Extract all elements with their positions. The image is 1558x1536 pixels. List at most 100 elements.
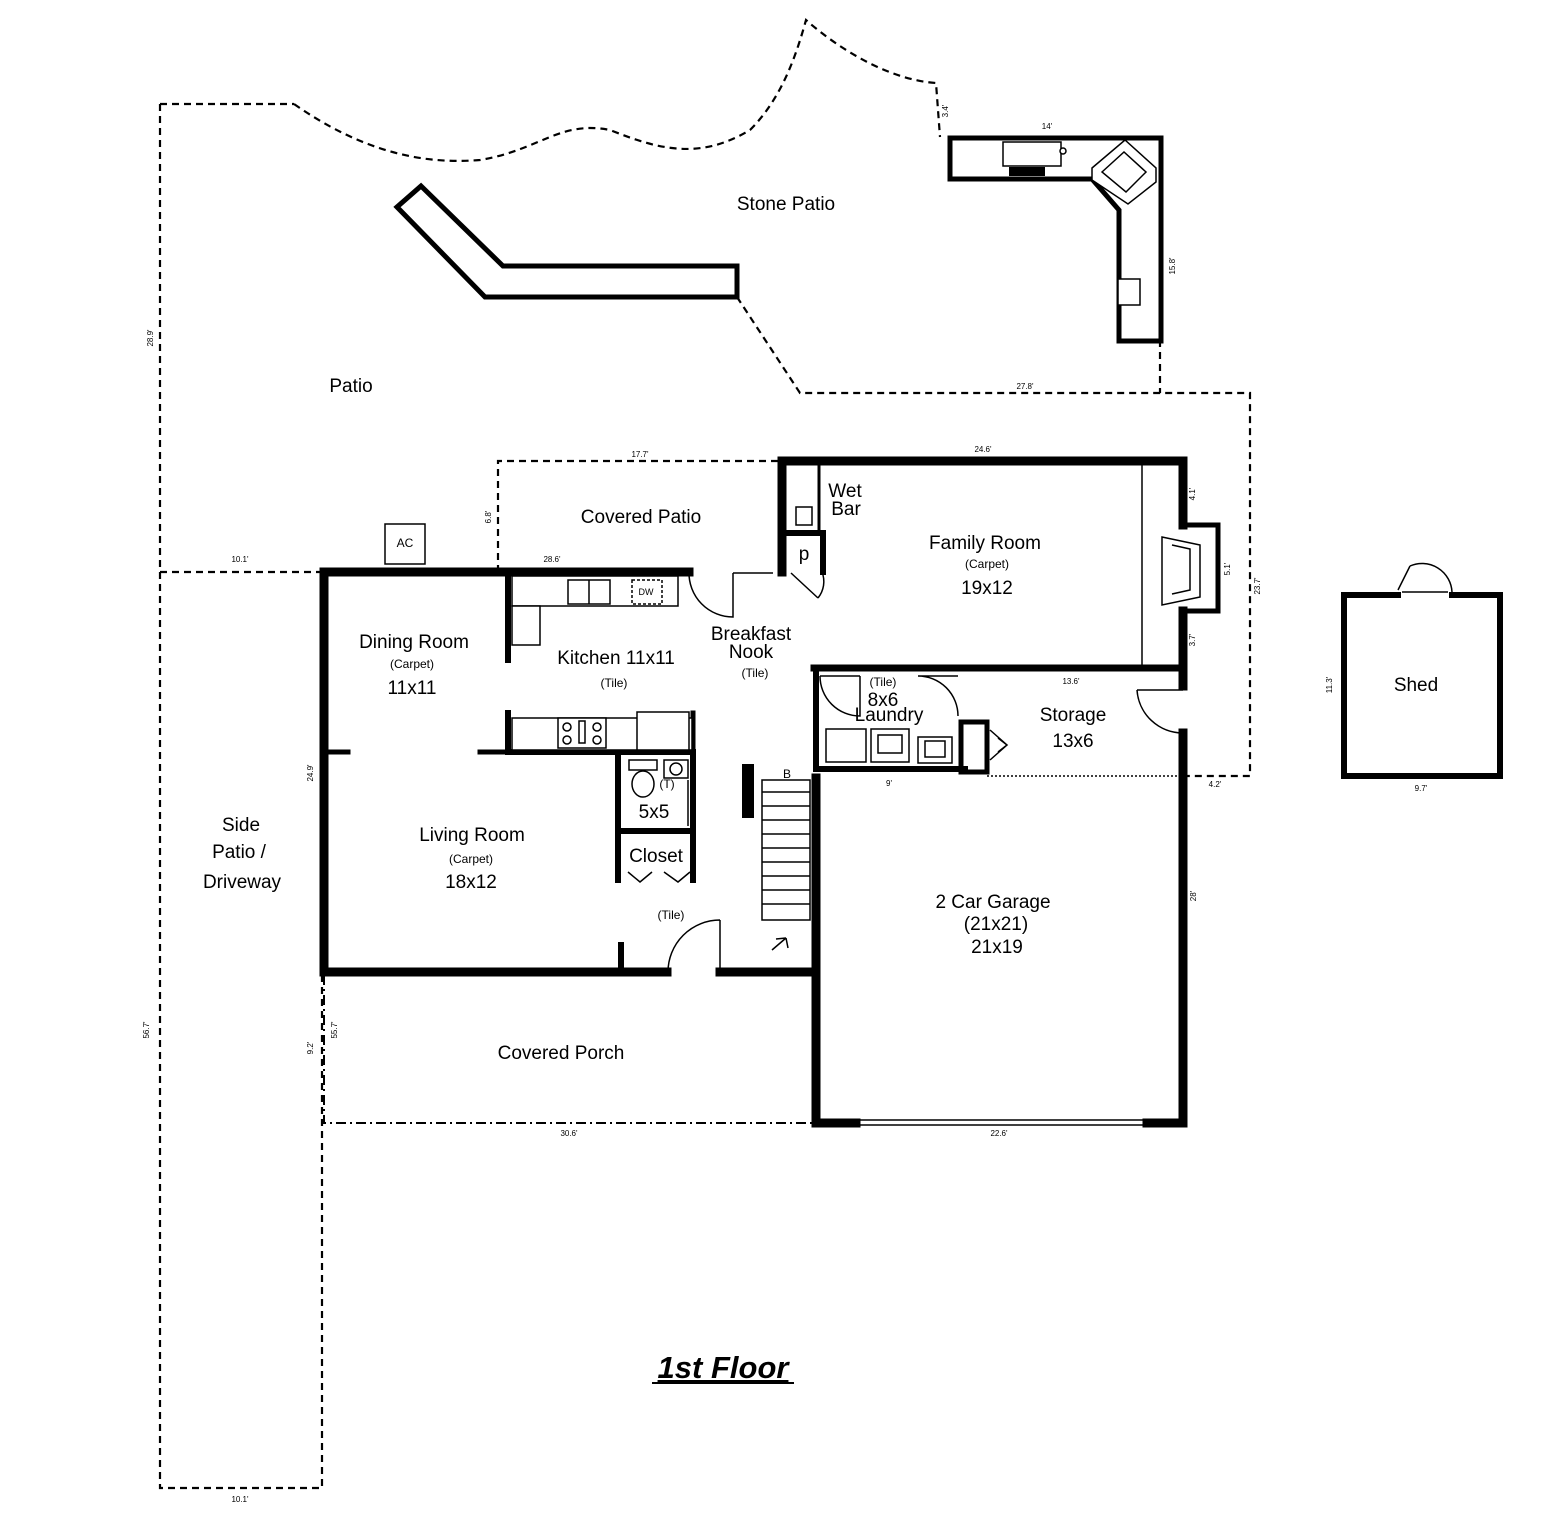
storage-size: 13x6 [1052, 731, 1093, 752]
dimension-labels: 3.4' 14' 15.8' 27.8' 28.9' 17.7' 6.8' 24… [142, 104, 1428, 1504]
storage-label: Storage [1040, 705, 1107, 726]
breakfast-nook-label-2: Nook [729, 642, 774, 663]
dim-55-7: 55.7' [330, 1021, 339, 1039]
storage-door [1136, 689, 1184, 734]
dim-4-2: 4.2' [1209, 780, 1222, 789]
covered-porch-label: Covered Porch [498, 1043, 625, 1064]
side-patio-label-3: Driveway [203, 872, 282, 893]
side-patio-label-2: Patio / [212, 842, 267, 863]
outdoor-kitchen-counter [947, 135, 1164, 344]
dim-28-9: 28.9' [146, 329, 155, 347]
shed-label: Shed [1394, 675, 1438, 696]
laundry-floor: (Tile) [870, 675, 897, 689]
living-room-size: 18x12 [445, 872, 497, 893]
dishwasher-label: DW [639, 587, 654, 597]
dim-14: 14' [1042, 122, 1053, 131]
garage-label: 2 Car Garage [935, 892, 1050, 913]
laundry-size: 8x6 [868, 690, 899, 711]
porch-boundary [323, 975, 814, 1124]
kitchen-label: Kitchen 11x11 [557, 648, 675, 669]
dim-28: 28' [1189, 890, 1198, 901]
washer [825, 728, 867, 763]
toilet-tank [628, 759, 658, 771]
dim-30-6: 30.6' [560, 1129, 578, 1138]
room-labels: Stone Patio Patio Covered Patio Wet Bar … [203, 194, 1438, 1064]
patio-label: Patio [329, 376, 372, 397]
dim-22-6: 22.6' [990, 1129, 1008, 1138]
stone-patio-features [393, 135, 1164, 344]
grill-base [1009, 167, 1045, 176]
dim-13-6: 13.6' [1062, 677, 1080, 686]
family-room-size: 19x12 [961, 578, 1013, 599]
wet-bar-label-2: Bar [831, 499, 861, 520]
dim-9-7: 9.7' [1415, 784, 1428, 793]
dim-3-4: 3.4' [941, 104, 950, 117]
covered-patio-label: Covered Patio [581, 507, 701, 528]
bath-size: 5x5 [639, 802, 670, 823]
dining-room-floor: (Carpet) [390, 657, 434, 671]
toilet-bowl [631, 770, 655, 798]
fixtures: DW [511, 506, 1201, 951]
dim-9: 9' [886, 779, 892, 788]
laundry-door-1 [819, 675, 861, 717]
dim-24-9: 24.9' [306, 764, 315, 782]
refrigerator [636, 711, 690, 751]
kitchen-floor: (Tile) [601, 676, 628, 690]
outdoor-boundaries [158, 18, 1252, 1490]
stairs [761, 779, 811, 951]
wet-bar-label-1: Wet [828, 481, 862, 502]
house-walls [319, 456, 1221, 1128]
garage-size-2: 21x19 [971, 937, 1023, 958]
family-room-floor: (Carpet) [965, 557, 1009, 571]
front-door [667, 919, 721, 973]
stairs-mark: B [783, 767, 791, 781]
floor-title: 1st Floor [658, 1350, 791, 1385]
bifold-door [989, 729, 1009, 761]
ac-label: AC [397, 536, 414, 550]
dim-28-6: 28.6' [543, 555, 561, 564]
closet-label: Closet [629, 846, 684, 867]
closet-bifold [627, 871, 691, 883]
family-room-label: Family Room [929, 533, 1041, 554]
dim-11-3: 11.3' [1325, 676, 1334, 693]
laundry-label: Laundry [855, 705, 924, 726]
side-patio-label-1: Side [222, 815, 260, 836]
pantry-label: p [799, 544, 810, 565]
living-room-label: Living Room [419, 825, 525, 846]
ac-unit [384, 523, 426, 565]
dim-17-7: 17.7' [631, 450, 649, 459]
pantry-door [790, 571, 825, 599]
grill [1002, 141, 1062, 167]
wet-bar-sink [795, 506, 813, 526]
dim-27-8: 27.8' [1016, 382, 1034, 391]
living-room-floor: (Carpet) [449, 852, 493, 866]
stone-patio-label: Stone Patio [737, 194, 835, 215]
breakfast-nook-floor: (Tile) [742, 666, 769, 680]
dim-5-1: 5.1' [1223, 562, 1232, 575]
shed-walls [1341, 592, 1503, 779]
dishwasher [631, 579, 663, 605]
dim-24-6: 24.6' [974, 445, 992, 454]
dim-56-7-left: 56.7' [142, 1021, 151, 1039]
entry-floor: (Tile) [658, 908, 685, 922]
outdoor-fireplace [1091, 139, 1157, 205]
dim-4-1: 4.1' [1188, 487, 1197, 500]
dining-room-label: Dining Room [359, 632, 469, 653]
dim-23-7: 23.7' [1253, 577, 1262, 595]
shed-door [1397, 562, 1453, 593]
bath-tub-mark: (T) [659, 777, 674, 791]
dim-3-7: 3.7' [1188, 633, 1197, 646]
seat-wall [393, 182, 740, 300]
garage-size-1: (21x21) [964, 914, 1028, 935]
dim-9-2: 9.2' [306, 1041, 315, 1054]
dim-10-1-bottom: 10.1' [231, 1495, 249, 1504]
dim-10-1-top: 10.1' [231, 555, 249, 564]
doors [627, 562, 1453, 973]
dim-15-8: 15.8' [1168, 257, 1177, 275]
breakfast-nook-label-1: Breakfast [711, 624, 792, 645]
outdoor-fridge [1117, 278, 1141, 306]
dim-6-8: 6.8' [484, 510, 493, 523]
dining-room-size: 11x11 [388, 678, 437, 699]
patio-door [688, 571, 734, 618]
